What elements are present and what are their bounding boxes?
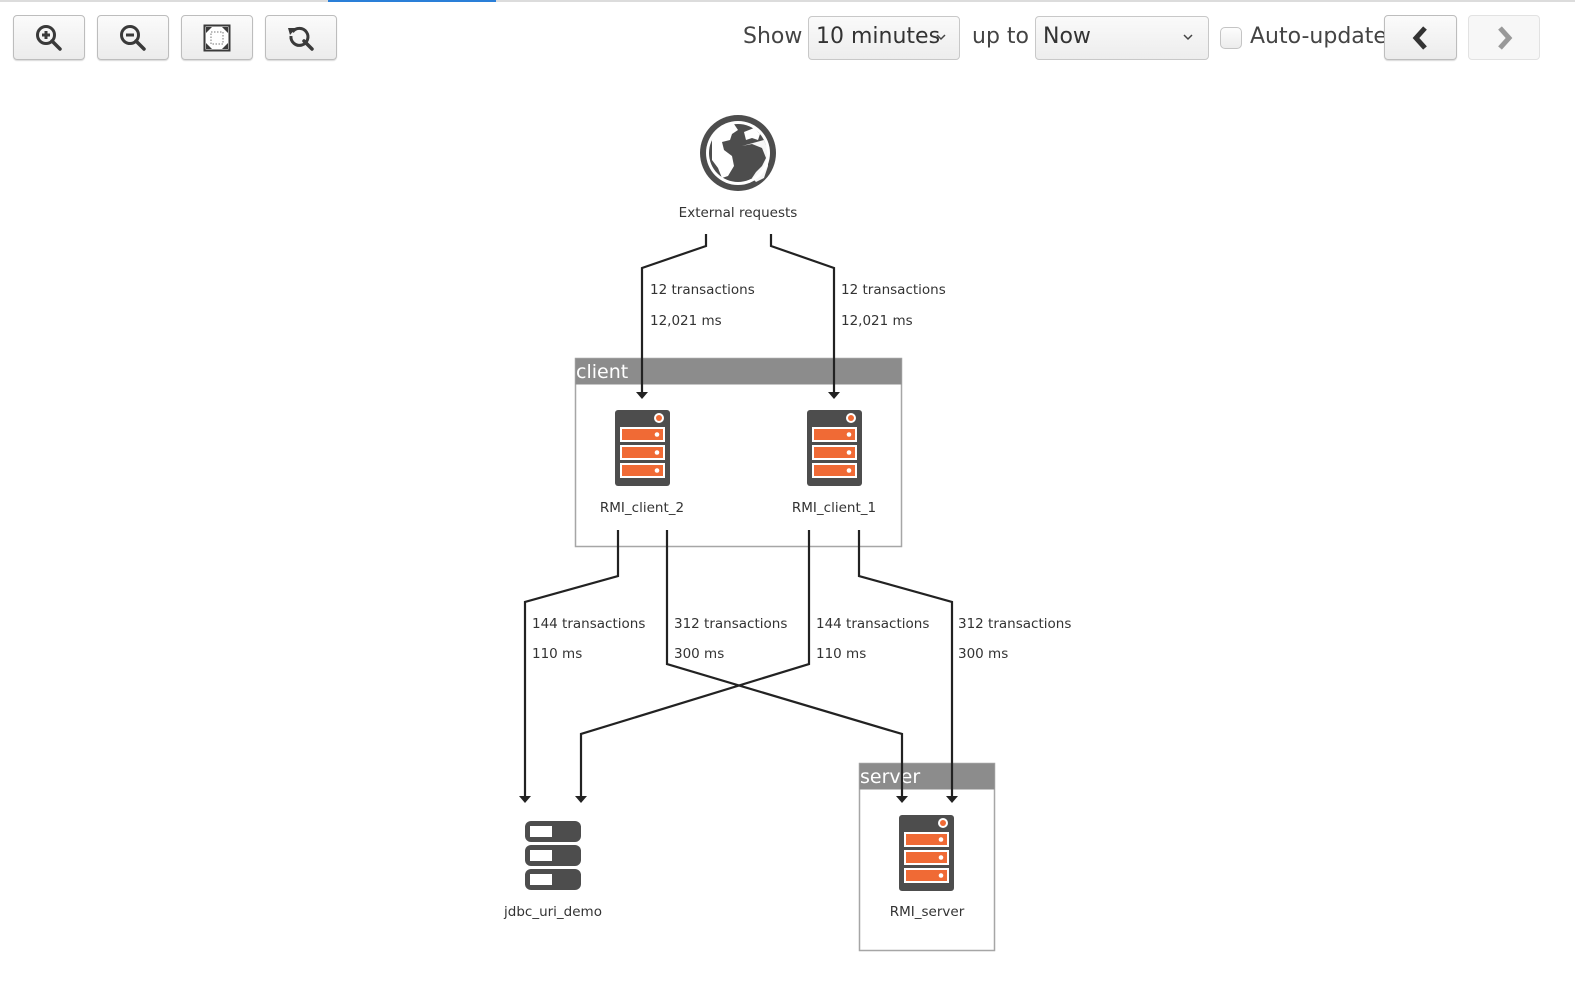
reset-zoom-icon bbox=[288, 26, 314, 51]
node-label: RMI_client_2 bbox=[600, 500, 684, 516]
chevron-left-icon bbox=[1412, 25, 1427, 50]
previous-button[interactable] bbox=[1384, 15, 1457, 60]
node-rmi-client-1[interactable]: RMI_client_1 bbox=[792, 410, 876, 516]
tab-strip bbox=[0, 0, 1575, 2]
edge-client-2-to-jdbc[interactable] bbox=[523, 530, 620, 797]
edge-label-time: 12,021 ms bbox=[841, 313, 913, 329]
edge-label-transactions: 12 transactions bbox=[650, 282, 755, 298]
edge-label-transactions: 312 transactions bbox=[674, 616, 787, 632]
arrowhead-icon bbox=[828, 392, 840, 399]
time-range-value: 10 minutes bbox=[816, 24, 941, 49]
server-icon bbox=[807, 410, 862, 486]
arrowhead-icon bbox=[636, 392, 648, 399]
node-label: jdbc_uri_demo bbox=[503, 904, 602, 920]
edge-label-time: 110 ms bbox=[816, 646, 866, 662]
edge-client-1-to-server[interactable] bbox=[857, 530, 954, 797]
globe-icon bbox=[700, 115, 776, 191]
time-range-select[interactable]: 10 minutes bbox=[808, 16, 960, 60]
auto-update-checkbox[interactable] bbox=[1220, 27, 1242, 49]
chevron-down-icon bbox=[936, 34, 946, 41]
node-jdbc-uri-demo[interactable]: jdbc_uri_demo bbox=[503, 821, 602, 920]
group-title-server: server bbox=[860, 766, 920, 788]
edge-client-2-to-server[interactable] bbox=[665, 530, 904, 797]
group-title-client: client bbox=[576, 361, 628, 383]
up-to-value: Now bbox=[1043, 24, 1091, 49]
edge-label-time: 110 ms bbox=[532, 646, 582, 662]
edge-label-transactions: 312 transactions bbox=[958, 616, 1071, 632]
server-icon bbox=[899, 815, 954, 891]
edge-label-time: 12,021 ms bbox=[650, 313, 722, 329]
database-icon bbox=[525, 821, 581, 890]
fit-to-screen-button[interactable] bbox=[181, 15, 253, 60]
zoom-in-icon bbox=[36, 24, 62, 51]
chevron-right-icon bbox=[1498, 25, 1513, 50]
node-rmi-server[interactable]: RMI_server bbox=[890, 815, 965, 920]
arrowhead-icon bbox=[896, 796, 908, 803]
reset-view-button[interactable] bbox=[265, 15, 337, 60]
edge-external-to-client-2[interactable] bbox=[640, 234, 708, 393]
node-label: External requests bbox=[679, 205, 798, 221]
server-icon bbox=[615, 410, 670, 486]
auto-update-label[interactable]: Auto-update bbox=[1250, 24, 1387, 49]
edge-label-transactions: 144 transactions bbox=[532, 616, 645, 632]
fit-screen-icon bbox=[203, 24, 231, 51]
node-label: RMI_server bbox=[890, 904, 965, 920]
node-rmi-client-2[interactable]: RMI_client_2 bbox=[600, 410, 684, 516]
edge-external-to-client-1[interactable] bbox=[769, 234, 836, 393]
up-to-label: up to bbox=[972, 24, 1029, 49]
edge-label-transactions: 144 transactions bbox=[816, 616, 929, 632]
up-to-select[interactable]: Now bbox=[1035, 16, 1209, 60]
zoom-in-button[interactable] bbox=[13, 15, 85, 60]
active-tab-indicator bbox=[328, 0, 496, 2]
arrowhead-icon bbox=[519, 796, 531, 803]
node-external-requests[interactable]: External requests bbox=[679, 115, 798, 221]
arrowhead-icon bbox=[946, 796, 958, 803]
edge-client-1-to-jdbc[interactable] bbox=[579, 530, 811, 797]
show-label: Show bbox=[743, 24, 803, 49]
edge-label-time: 300 ms bbox=[674, 646, 724, 662]
arrowhead-icon bbox=[575, 796, 587, 803]
node-label: RMI_client_1 bbox=[792, 500, 876, 516]
zoom-out-icon bbox=[120, 24, 146, 51]
chevron-down-icon bbox=[1183, 34, 1193, 41]
zoom-out-button[interactable] bbox=[97, 15, 169, 60]
edge-label-time: 300 ms bbox=[958, 646, 1008, 662]
edge-label-transactions: 12 transactions bbox=[841, 282, 946, 298]
next-button[interactable] bbox=[1468, 15, 1540, 60]
